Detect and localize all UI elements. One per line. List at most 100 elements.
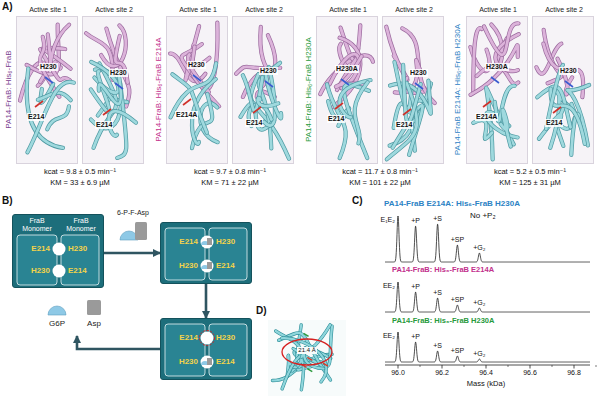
substrate-label: 6-P-F-Asp xyxy=(117,209,149,217)
residue-label: E214 xyxy=(216,358,235,367)
structure-panel: Active site 2H230E214 xyxy=(82,16,144,164)
structure-panel: Active site 1H230E214A xyxy=(166,16,228,164)
node-art xyxy=(40,296,114,336)
axis-tick: 96.4 xyxy=(479,369,493,377)
residue-label: E214 xyxy=(31,245,50,254)
kinetic-constant: KM = 101 ± 22 µM xyxy=(349,179,411,188)
panel-heading: Active site 1 xyxy=(479,6,517,14)
axis-minor-tick xyxy=(420,365,421,367)
panel-heading: Active site 1 xyxy=(29,6,67,14)
residue-label: E214 xyxy=(179,238,198,247)
peak-label: +G₂ xyxy=(473,244,485,252)
residue-label: E214 xyxy=(68,267,87,276)
axis-tick: 96.6 xyxy=(523,369,537,377)
kinetic-constant: kcat = 11.7 ± 0.8 min⁻¹ xyxy=(342,168,418,177)
node-art xyxy=(533,17,593,163)
x-axis xyxy=(385,365,590,366)
axis-minor-tick xyxy=(552,365,553,367)
mass-spectrum xyxy=(385,216,590,262)
kinetic-constant: KM = 33 ± 6.9 µM xyxy=(50,179,110,188)
peak-label: +S xyxy=(433,215,442,223)
peak-label: +G₂ xyxy=(473,299,485,307)
peak-label: +S xyxy=(433,342,442,350)
axis-minor-tick xyxy=(464,365,465,367)
node-art xyxy=(161,319,251,379)
strain-label: PA14-FraB: His₆-FraB E214A xyxy=(153,38,162,142)
residue-label: H230 xyxy=(68,245,87,254)
peak-label: +SP xyxy=(451,236,464,244)
peak-label: E₁E₂ xyxy=(381,216,395,224)
residue-label: H230 xyxy=(179,358,198,367)
node-art xyxy=(17,17,77,163)
frab-dimer: E214H230H230E214 xyxy=(160,318,252,380)
frab-dimer: E214H230H230E214 xyxy=(160,222,252,284)
residue-label: E214 xyxy=(27,113,45,121)
structure-panel: Active site 1H230AE214 xyxy=(316,16,378,164)
residue-label: H230A xyxy=(485,63,509,71)
structure-panel: Active site 2H230E214 xyxy=(532,16,594,164)
residue-label: E214 xyxy=(395,121,413,129)
node-art xyxy=(467,17,527,163)
spectrum-title: PA14-FraB E214A: His₆-FraB H230A xyxy=(384,199,520,208)
panel-heading: Active site 1 xyxy=(179,6,217,14)
residue-label: E214A xyxy=(175,111,198,119)
peak-label: +SP xyxy=(451,296,464,304)
panel-letter: A) xyxy=(2,1,13,13)
residue-label: E214A xyxy=(475,113,498,121)
product-label: Asp xyxy=(87,320,101,329)
residue-label: E214 xyxy=(245,119,263,127)
panel-heading: Active site 2 xyxy=(545,6,583,14)
axis-tick-mark xyxy=(486,365,487,369)
structure-panel: Active site 2H230E214 xyxy=(232,16,294,164)
axis-tick: 96.2 xyxy=(435,369,449,377)
product-label: G6P xyxy=(49,320,65,329)
kinetic-constant: kcat = 9.7 ± 0.8 min⁻¹ xyxy=(194,168,266,177)
structure-panel: Active site 1H230AE214A xyxy=(466,16,528,164)
reaction-arrow xyxy=(104,252,160,255)
panel-heading: Active site 2 xyxy=(245,6,283,14)
mass-spectrum xyxy=(385,332,590,362)
peak-label: +P xyxy=(411,217,420,225)
axis-tick: 96.8 xyxy=(567,369,581,377)
node-art xyxy=(83,17,143,163)
node-art xyxy=(233,17,293,163)
residue-label: H230 xyxy=(187,61,206,69)
monomer-label: FraB Monomer xyxy=(60,217,102,232)
node-art xyxy=(167,17,227,163)
axis-tick-mark xyxy=(398,365,399,369)
strain-label: PA14-FraB E214A: His₆-FraB H230A xyxy=(453,24,462,155)
kinetic-constant: kcat = 9.8 ± 0.5 min⁻¹ xyxy=(44,168,116,177)
panel-letter: B) xyxy=(2,195,13,207)
panel-letter: D) xyxy=(256,305,267,317)
mass-spectrum xyxy=(385,282,590,312)
residue-label: H230 xyxy=(31,267,50,276)
reaction-arrow xyxy=(77,336,160,349)
strain-label: PA14-FraB: His₆-FraB xyxy=(3,51,12,129)
peak-label: EE₂ xyxy=(383,282,395,290)
peak-label: EE₂ xyxy=(383,332,395,340)
residue-label: H230A xyxy=(335,65,359,73)
axis-tick-mark xyxy=(530,365,531,369)
peak-label: +P xyxy=(411,333,420,341)
residue-label: E214 xyxy=(216,262,235,271)
axis-tick-mark xyxy=(574,365,575,369)
residue-label: E214 xyxy=(327,115,345,123)
spectrum-title: PA14-FraB: His₆-FraB E214A xyxy=(392,266,494,275)
peak-label: +G₂ xyxy=(473,350,485,358)
residue-label: E214 xyxy=(179,334,198,343)
spectrum-note: No +P₂ xyxy=(470,211,496,220)
residue-label: H230 xyxy=(409,69,428,77)
monomer-label: FraB Monomer xyxy=(16,217,58,232)
residue-label: H230 xyxy=(559,67,578,75)
residue-label: H230 xyxy=(109,69,128,77)
peak-label: +P xyxy=(411,283,420,291)
residue-label: E214 xyxy=(95,121,113,129)
panel-heading: Active site 2 xyxy=(95,6,133,14)
residue-label: H230 xyxy=(259,67,278,75)
node-art xyxy=(161,223,251,283)
strain-label: PA14-FraB: His₆-FraB H230A xyxy=(303,38,312,143)
structure-panel: Active site 1H230E214 xyxy=(16,16,78,164)
node-art xyxy=(383,17,443,163)
residue-label: H230 xyxy=(179,262,198,271)
